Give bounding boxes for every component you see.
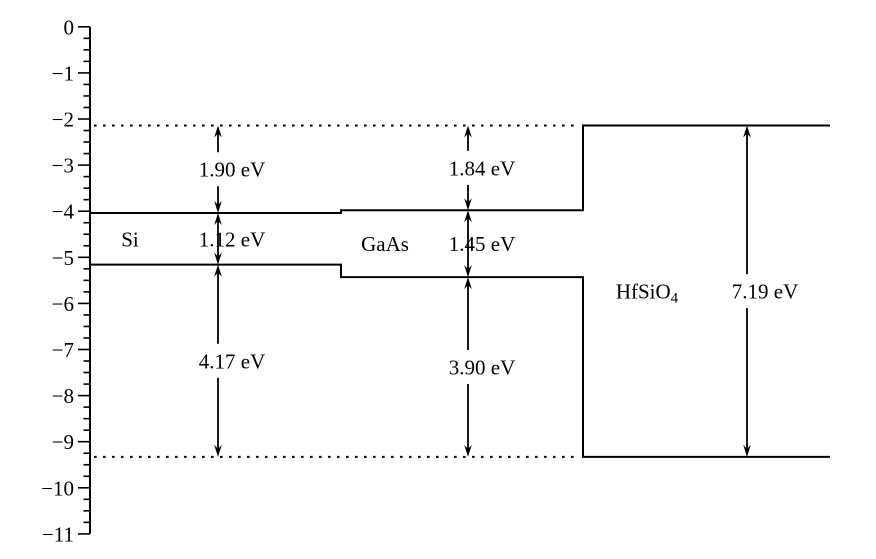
axis-tick-label: −7 <box>52 338 74 362</box>
axis-tick-label: −10 <box>41 476 74 500</box>
si-valence-offset-arrow-down-arrowhead-icon <box>214 444 222 457</box>
gaas-conduction-offset-arrow-up-arrowhead-icon <box>464 125 472 138</box>
valence-band-edge-line <box>90 263 830 458</box>
axis-tick-label: −3 <box>52 154 74 178</box>
gaas-band-gap-value-label: 1.45 eV <box>449 232 516 256</box>
si-band-gap-arrow-up-arrowhead-icon <box>214 213 222 226</box>
gaas-band-gap-arrow-up-arrowhead-icon <box>464 210 472 223</box>
axis-tick-label: −6 <box>52 292 74 316</box>
gaas-conduction-offset-arrow-down-arrowhead-icon <box>464 198 472 211</box>
axis-tick-label: −4 <box>52 200 75 224</box>
axis-tick-label: −1 <box>52 61 74 85</box>
hfsio4-material-label: HfSiO4 <box>616 280 679 307</box>
gaas-band-gap-arrow-down-arrowhead-icon <box>464 265 472 278</box>
axis-tick-label: −9 <box>52 430 74 454</box>
hfsio4-band-gap-arrow-up-arrowhead-icon <box>743 125 751 138</box>
si-valence-offset-arrow-up-arrowhead-icon <box>214 264 222 277</box>
gaas-conduction-offset-value-label: 1.84 eV <box>449 156 516 180</box>
si-band-gap-value-label: 1.12 eV <box>199 227 266 251</box>
si-conduction-offset-value-label: 1.90 eV <box>199 158 266 182</box>
gaas-material-label: GaAs <box>361 232 409 256</box>
hfsio4-band-gap-arrow-down-arrowhead-icon <box>743 444 751 457</box>
si-conduction-offset-arrow-up-arrowhead-icon <box>214 125 222 138</box>
hfsio4-band-gap-value-label: 7.19 eV <box>732 280 799 304</box>
axis-tick-label: −5 <box>52 246 74 270</box>
axis-tick-label: −2 <box>52 108 74 132</box>
axis-tick-label: −8 <box>52 384 74 408</box>
gaas-valence-offset-value-label: 3.90 eV <box>449 356 516 380</box>
gaas-valence-offset-arrow-down-arrowhead-icon <box>464 444 472 457</box>
si-valence-offset-value-label: 4.17 eV <box>199 349 266 373</box>
axis-tick-label: 0 <box>64 15 75 39</box>
si-material-label: Si <box>121 227 139 251</box>
axis-tick-label: −11 <box>42 522 74 546</box>
gaas-valence-offset-arrow-up-arrowhead-icon <box>464 277 472 290</box>
conduction-band-edge-line <box>90 124 830 215</box>
si-conduction-offset-arrow-down-arrowhead-icon <box>214 201 222 214</box>
si-band-gap-arrow-down-arrowhead-icon <box>214 252 222 265</box>
